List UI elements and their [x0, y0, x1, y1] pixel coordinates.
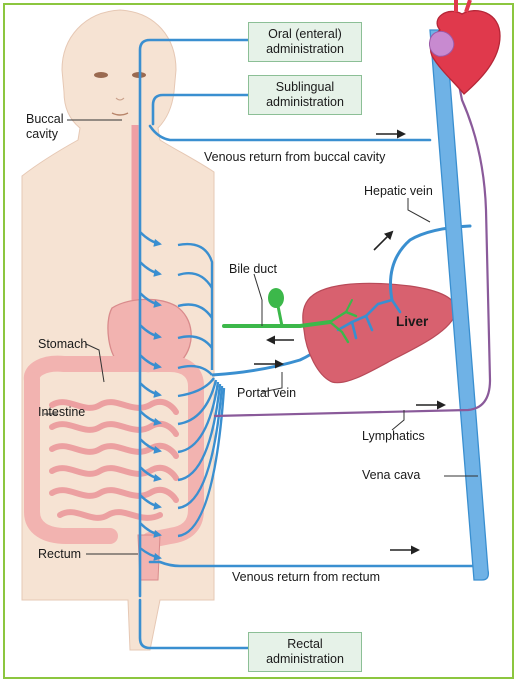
- rectal-box-line1: Rectal: [249, 637, 361, 652]
- portal-vein-label: Portal vein: [237, 386, 296, 401]
- liver-organ: [303, 283, 456, 382]
- venous-rectum-label: Venous return from rectum: [232, 570, 380, 585]
- liver-label: Liver: [396, 314, 428, 329]
- rectal-box-line2: administration: [249, 652, 361, 667]
- oral-administration-box: Oral (enteral) administration: [248, 22, 362, 62]
- rectal-administration-box: Rectal administration: [248, 632, 362, 672]
- buccal-cavity-label: Buccal cavity: [26, 112, 64, 142]
- intestine-label: Intestine: [38, 405, 85, 420]
- vena-cava-label: Vena cava: [362, 468, 420, 483]
- sublingual-box-line2: administration: [249, 95, 361, 110]
- sublingual-box-line1: Sublingual: [249, 80, 361, 95]
- gallbladder-organ: [268, 288, 284, 308]
- lymphatics-label: Lymphatics: [362, 429, 425, 444]
- sublingual-administration-box: Sublingual administration: [248, 75, 362, 115]
- venous-buccal-label: Venous return from buccal cavity: [204, 150, 385, 165]
- hepatic-vein-label: Hepatic vein: [364, 184, 433, 199]
- oral-box-line1: Oral (enteral): [249, 27, 361, 42]
- rectum-label: Rectum: [38, 547, 81, 562]
- oral-box-line2: administration: [249, 42, 361, 57]
- stomach-label: Stomach: [38, 337, 87, 352]
- left-eye-icon: [94, 72, 108, 78]
- bile-duct-label: Bile duct: [229, 262, 277, 277]
